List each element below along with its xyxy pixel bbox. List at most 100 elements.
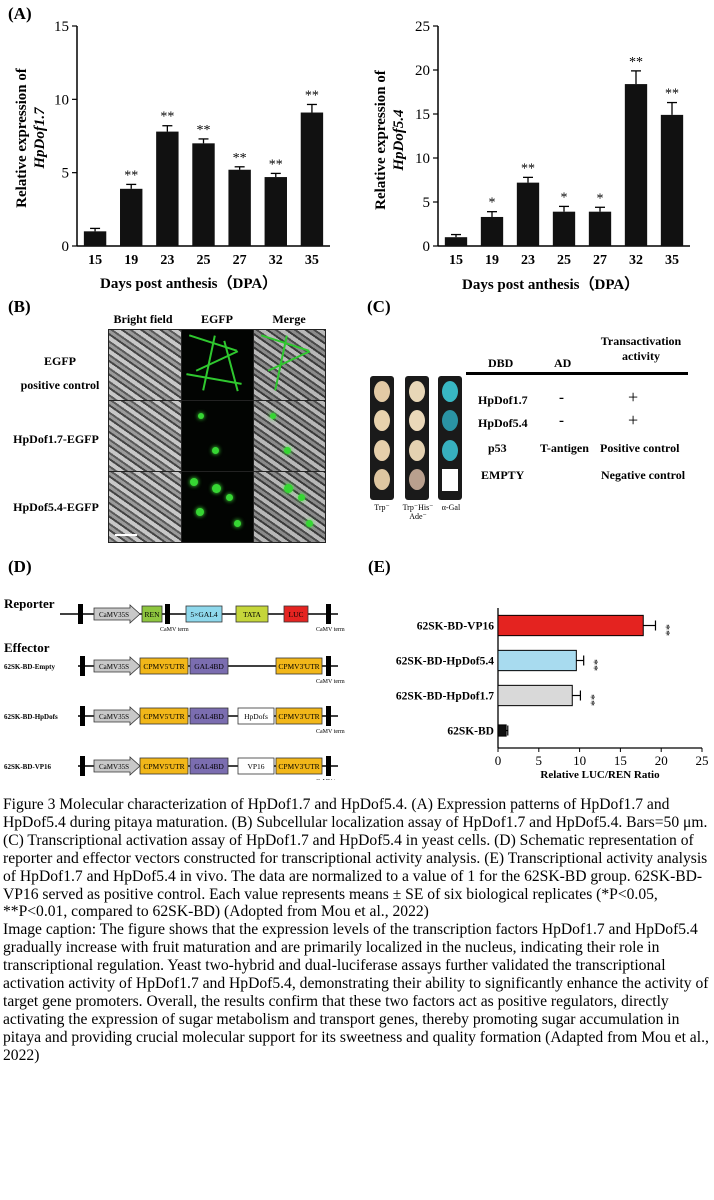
effector-utr3 (275, 707, 323, 725)
chartE-xtick-label: 5 (536, 753, 543, 768)
row-label-egfp-line1: EGFP (44, 354, 76, 368)
effector-promoter (93, 756, 141, 776)
panel-b-label: (B) (8, 297, 31, 316)
chart1-xtick-label: 15 (88, 253, 102, 268)
reporter-luc (283, 605, 309, 623)
plate-trp-his-ade (405, 376, 429, 500)
effector-utr3-label: CPMV3'UTR (278, 662, 319, 671)
effector-insert-label: VP16 (247, 762, 264, 771)
chart2-bar (480, 216, 504, 246)
table-header-transactivation: Transactivation activity (596, 334, 686, 364)
scale-bar (115, 534, 137, 536)
chart2-significance: ** (629, 55, 643, 70)
table-ad-2: T-antigen (540, 441, 589, 455)
effector-insert (237, 707, 275, 725)
effector-gal4bd-label: GAL4BD (194, 662, 224, 671)
chart2-xlabel: Days post anthesis（DPA） (462, 277, 640, 293)
effector-left-border (80, 656, 85, 676)
plate-label-alpha-gal: α-Gal (441, 503, 461, 512)
chart2-ytick-label: 5 (423, 195, 431, 211)
effector-utr5 (139, 657, 189, 675)
effector-promoter (93, 706, 141, 726)
chart2-bar (624, 84, 648, 246)
row-label-hpdof54-egfp: HpDof5.4-EGFP (13, 500, 99, 514)
reporter-promoter (93, 604, 141, 624)
col-header-egfp: EGFP (201, 312, 233, 326)
chart1-ylabel-line1: Relative expression of (14, 68, 30, 208)
chart2-significance: ** (665, 87, 679, 102)
chart2-bar (552, 211, 576, 246)
reporter-gal4 (185, 605, 223, 623)
table-header-ta-line2: activity (622, 349, 660, 363)
chart2-ytick-label: 10 (415, 151, 430, 167)
effector-utr5 (139, 757, 189, 775)
table-dbd-2: p53 (488, 441, 507, 455)
effector-utr5-label: CPMV5'UTR (143, 712, 184, 721)
micrograph-bf-hpdof54 (108, 471, 182, 543)
chart1-significance: ** (160, 110, 174, 125)
effector-promoter-label: CaMV35S (99, 763, 129, 771)
effector-name: 62SK-BD-Empty (4, 663, 55, 671)
chart1-significance: ** (197, 123, 211, 138)
chart2-significance: * (597, 191, 604, 206)
table-activity-2: Positive control (600, 441, 680, 455)
chartE-bar (497, 724, 507, 737)
chartE-bar (497, 684, 573, 707)
chart2-xtick-label: 27 (593, 253, 607, 268)
chartE-significance: ** (588, 659, 602, 671)
micrograph-egfp-hpdof54 (181, 471, 254, 543)
chart2-xtick-label: 35 (665, 253, 679, 268)
chartE-category-label: 62SK-BD-HpDof1.7 (396, 691, 494, 703)
chart1-ytick-label: 0 (62, 239, 70, 255)
reporter-promoter-label: CaMV35S (99, 611, 129, 619)
chart1-bar (264, 177, 287, 246)
reporter-term2: CaMV term (316, 627, 345, 633)
effector-left-border (80, 706, 85, 726)
chart1-xtick-label: 27 (233, 253, 247, 268)
chart1-xtick-label: 25 (197, 253, 211, 268)
chartE-significance: ** (584, 694, 598, 706)
table-ad-1: - (559, 413, 564, 429)
chartE-bar (497, 649, 577, 672)
row-label-egfp-line2: positive control (20, 378, 100, 392)
panel-c-label: (C) (367, 297, 391, 316)
chart2-significance: * (561, 190, 568, 205)
chart1-ytick-label: 5 (62, 166, 70, 182)
chart1-bar (228, 169, 251, 246)
chart2-ytick-label: 20 (415, 63, 430, 79)
effector-utr5 (139, 707, 189, 725)
micrograph-egfp-hpdof17 (181, 400, 254, 472)
plate-label-trp-his-ade: Trp⁻His⁻ Ade⁻ (402, 503, 434, 521)
chart2-xtick-label: 23 (521, 253, 535, 268)
reporter-luc-label: LUC (289, 610, 304, 619)
reporter-tata-label: TATA (243, 610, 262, 619)
chart1-significance: ** (269, 157, 283, 172)
effector-term: CaMV term (316, 729, 345, 735)
effector-term: CaMV term (316, 779, 345, 780)
chart1-significance: ** (233, 151, 247, 166)
chart2-xtick-label: 25 (557, 253, 571, 268)
micrograph-bf-egfp (108, 329, 182, 401)
table-header-ad: AD (554, 356, 572, 370)
reporter-term-block (165, 604, 170, 624)
chart1-ytick-label: 10 (54, 92, 69, 108)
table-header-ta-line1: Transactivation (600, 334, 682, 348)
chart1-significance: ** (124, 168, 138, 183)
micrograph-bf-hpdof17 (108, 400, 182, 472)
chart1-bar (83, 231, 107, 246)
micrograph-egfp-egfp (181, 329, 254, 401)
effector-utr3 (275, 657, 323, 675)
effector-title: Effector (4, 640, 50, 655)
micrograph-merge-hpdof54 (253, 471, 326, 543)
reporter-term1: CaMV term (160, 627, 189, 633)
chart2-significance: * (489, 196, 496, 211)
reporter-right-border (326, 604, 331, 624)
chart2-xtick-label: 32 (629, 253, 643, 268)
chart1-xlabel: Days post anthesis（DPA） (100, 276, 278, 292)
row-label-egfp-control: EGFP positive control (14, 349, 106, 397)
chartE-xlabel: Relative LUC/REN Ratio (540, 769, 660, 781)
